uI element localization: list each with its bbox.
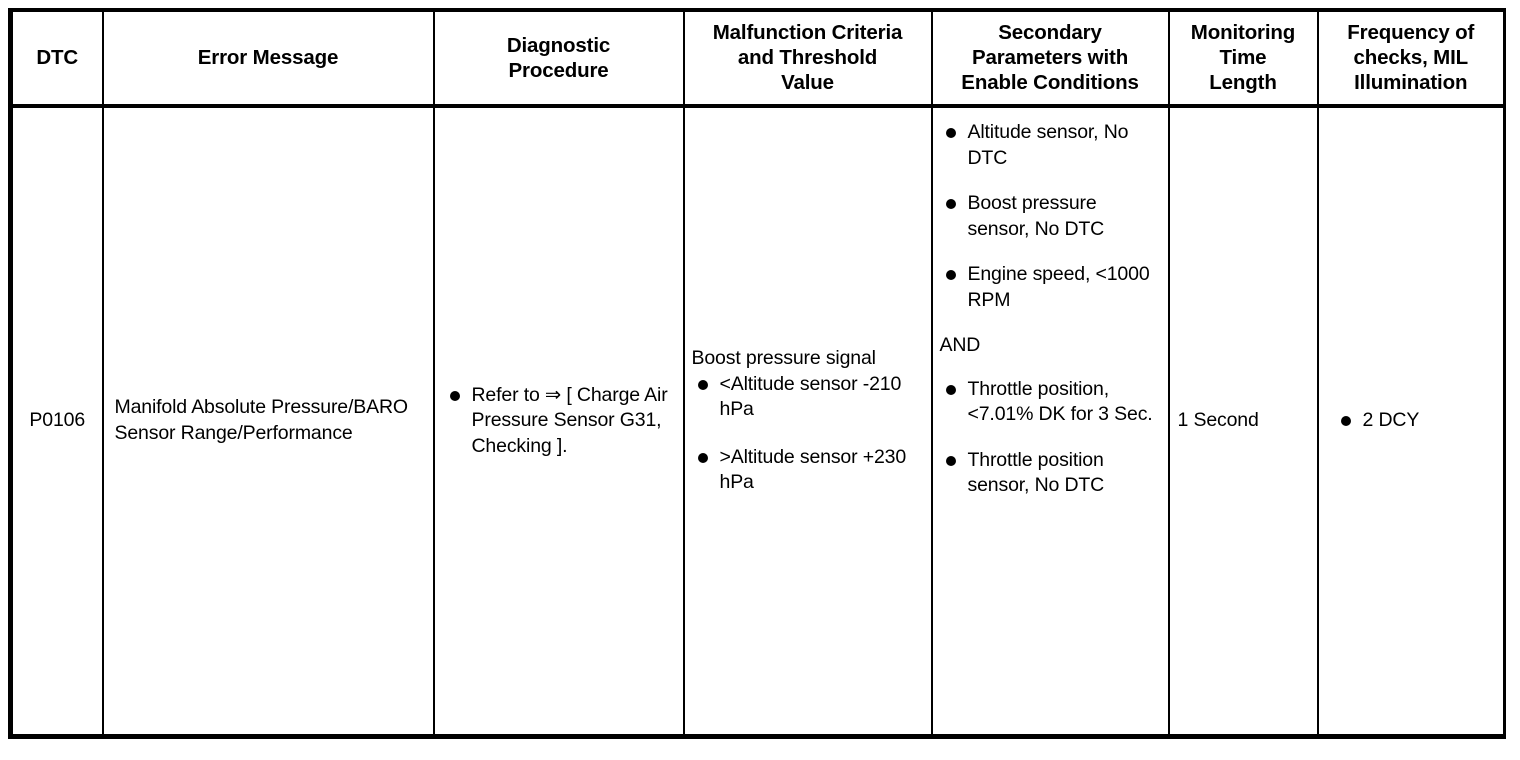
header-line: DTC (36, 46, 79, 69)
malfunction-intro-text: Boost pressure signal (691, 347, 877, 369)
list-item: Refer to ⇒ [ Charge Air Pressure Sensor … (444, 383, 679, 460)
list-item: Altitude sensor, No DTC (940, 120, 1164, 171)
column-header-dtc: DTC (10, 10, 104, 108)
list-item: Engine speed, <1000 RPM (940, 262, 1164, 313)
secondary-parameters-conjunction: AND (939, 334, 981, 356)
malfunction-criteria-list: <Altitude sensor -210 hPa >Altitude sens… (692, 372, 927, 496)
header-line: Monitoring (1190, 21, 1296, 44)
list-item-label: Boost pressure sensor, No DTC (967, 192, 1105, 240)
table-body: P0106 Manifold Absolute Pressure/BARO Se… (10, 106, 1505, 736)
header-line: Length (1209, 71, 1277, 94)
list-item-label: 2 DCY (1362, 409, 1420, 431)
list-item: Boost pressure sensor, No DTC (940, 191, 1164, 242)
column-header-diagnostic-procedure: Diagnostic Procedure (433, 10, 685, 108)
column-header-error-message: Error Message (102, 10, 435, 108)
monitoring-time-text: 1 Second (1177, 409, 1259, 431)
list-item: 2 DCY (1335, 408, 1496, 434)
header-line: Value (781, 71, 834, 94)
frequency-checks-list: 2 DCY (1335, 408, 1496, 434)
column-header-malfunction-criteria: Malfunction Criteria and Threshold Value (683, 10, 933, 108)
list-item-label: Refer to ⇒ [ Charge Air Pressure Sensor … (471, 383, 668, 457)
header-line: Diagnostic (506, 33, 611, 57)
cell-frequency-checks: 2 DCY (1318, 106, 1505, 736)
error-message-text: Manifold Absolute Pressure/BARO Sensor R… (114, 396, 409, 444)
header-line: Procedure (508, 58, 609, 82)
header-line: Parameters with (971, 46, 1129, 69)
list-item: <Altitude sensor -210 hPa (692, 372, 927, 423)
header-line: checks, MIL (1353, 46, 1469, 69)
cell-secondary-parameters: Altitude sensor, No DTC Boost pressure s… (931, 106, 1170, 736)
column-header-monitoring-time: Monitoring Time Length (1168, 10, 1319, 108)
secondary-parameters-list-before: Altitude sensor, No DTC Boost pressure s… (940, 120, 1164, 313)
dtc-code: P0106 (29, 409, 86, 431)
column-header-frequency-checks: Frequency of checks, MIL Illumination (1317, 10, 1505, 108)
secondary-parameters-list-after: Throttle position, <7.01% DK for 3 Sec. … (940, 377, 1164, 499)
header-line: Error Message (197, 46, 339, 69)
list-item-label: Altitude sensor, No DTC (967, 121, 1129, 169)
cell-diagnostic-procedure: Refer to ⇒ [ Charge Air Pressure Sensor … (433, 106, 685, 736)
header-line: Malfunction Criteria (712, 21, 903, 44)
header-line: Time (1219, 46, 1267, 69)
cell-malfunction-criteria: Boost pressure signal <Altitude sensor -… (683, 106, 933, 736)
dtc-diagnostic-table: DTC Error Message Diagnostic Procedure M… (8, 8, 1506, 739)
diagnostic-procedure-list: Refer to ⇒ [ Charge Air Pressure Sensor … (444, 383, 679, 460)
header-line: Illumination (1354, 71, 1468, 94)
table-header: DTC Error Message Diagnostic Procedure M… (10, 10, 1505, 108)
list-item: Throttle position sensor, No DTC (940, 448, 1164, 499)
header-line: Enable Conditions (961, 71, 1139, 94)
list-item-label: <Altitude sensor -210 hPa (719, 372, 902, 421)
list-item-label: >Altitude sensor +230 hPa (719, 445, 907, 494)
cell-error-message: Manifold Absolute Pressure/BARO Sensor R… (102, 106, 435, 736)
list-item: >Altitude sensor +230 hPa (692, 445, 927, 496)
header-line: Secondary (998, 21, 1102, 44)
list-item: Throttle position, <7.01% DK for 3 Sec. (940, 377, 1164, 428)
list-item-label: Throttle position, <7.01% DK for 3 Sec. (967, 377, 1153, 426)
list-item-label: Engine speed, <1000 RPM (967, 263, 1150, 311)
header-line: and Threshold (737, 46, 878, 69)
column-header-secondary-parameters: Secondary Parameters with Enable Conditi… (931, 10, 1170, 108)
cell-monitoring-time: 1 Second (1168, 106, 1319, 736)
table-row: P0106 Manifold Absolute Pressure/BARO Se… (10, 106, 1505, 736)
cell-dtc: P0106 (10, 106, 104, 736)
header-row: DTC Error Message Diagnostic Procedure M… (10, 10, 1505, 108)
list-item-label: Throttle position sensor, No DTC (967, 448, 1105, 497)
header-line: Frequency of (1347, 21, 1475, 44)
